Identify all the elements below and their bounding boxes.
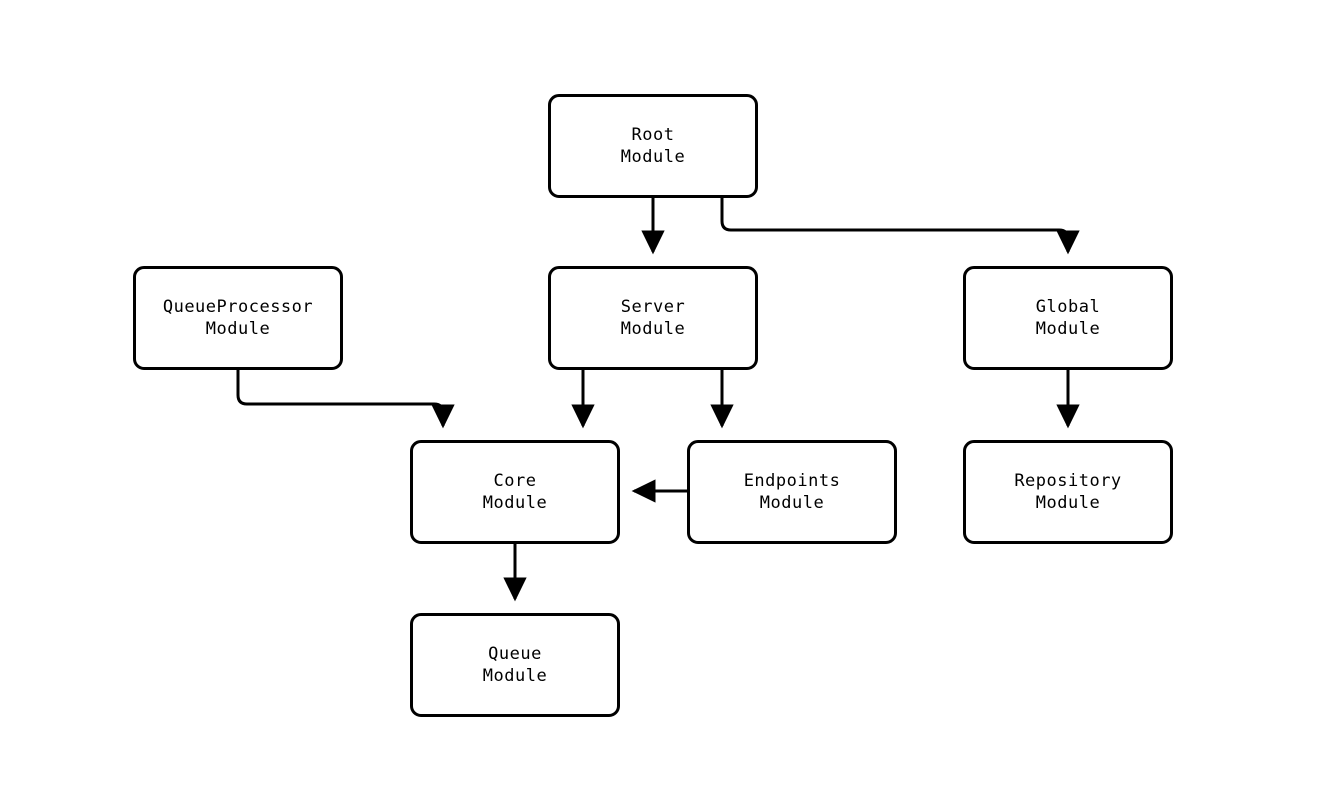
node-queueprocessor-label-line1: QueueProcessor <box>162 297 314 317</box>
edge-root-to-global <box>720 198 1080 255</box>
node-root-label-line1: Root <box>631 125 675 145</box>
node-repository-label-line1: Repository <box>1014 471 1122 491</box>
node-endpoints-label-line2: Module <box>759 493 825 513</box>
node-core-label-line2: Module <box>482 493 548 513</box>
node-core[interactable]: Core Module <box>410 440 620 544</box>
node-global[interactable]: Global Module <box>963 266 1173 370</box>
node-queueprocessor-label-line2: Module <box>205 319 271 339</box>
node-endpoints[interactable]: Endpoints Module <box>687 440 897 544</box>
node-repository[interactable]: Repository Module <box>963 440 1173 544</box>
node-queue-label-line2: Module <box>482 666 548 686</box>
node-queueprocessor[interactable]: QueueProcessor Module <box>133 266 343 370</box>
node-endpoints-label-line1: Endpoints <box>743 471 841 491</box>
node-root-label-line2: Module <box>620 147 686 167</box>
node-repository-label-line2: Module <box>1035 493 1101 513</box>
node-server-label-line2: Module <box>620 319 686 339</box>
node-queue[interactable]: Queue Module <box>410 613 620 717</box>
node-global-label-line1: Global <box>1035 297 1101 317</box>
node-core-label-line1: Core <box>493 471 537 491</box>
node-root[interactable]: Root Module <box>548 94 758 198</box>
node-queue-label-line1: Queue <box>488 644 542 664</box>
node-global-label-line2: Module <box>1035 319 1101 339</box>
node-server[interactable]: Server Module <box>548 266 758 370</box>
edge-queueprocessor-to-core <box>236 370 455 429</box>
node-server-label-line1: Server <box>620 297 686 317</box>
